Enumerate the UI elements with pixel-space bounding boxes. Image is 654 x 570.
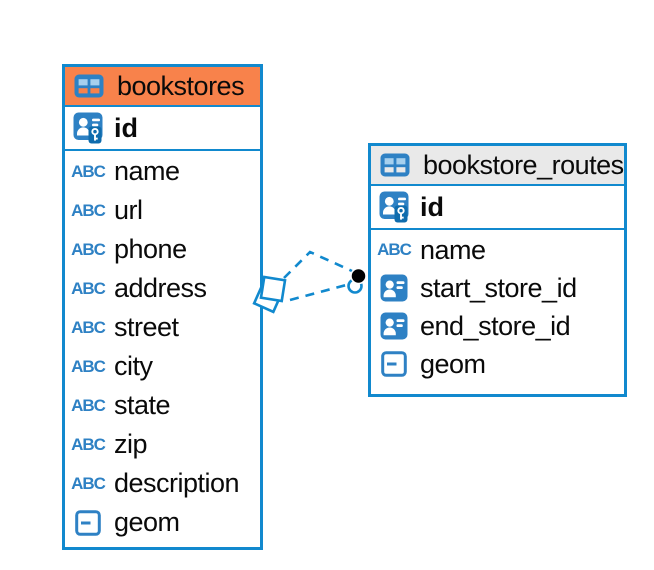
column-row-street[interactable]: ABC street bbox=[65, 308, 260, 347]
column-row-city[interactable]: ABC city bbox=[65, 347, 260, 386]
column-row-name[interactable]: ABC name bbox=[371, 231, 624, 269]
column-row-start-store-id[interactable]: start_store_id bbox=[371, 269, 624, 307]
column-row-id[interactable]: id bbox=[371, 186, 624, 230]
reference-type-icon bbox=[376, 312, 412, 340]
column-row-geom[interactable]: geom bbox=[65, 503, 260, 542]
column-name: name bbox=[114, 156, 180, 186]
column-list: ABC name start_store_id end_store_id ge bbox=[371, 230, 624, 383]
text-type-icon: ABC bbox=[71, 357, 106, 376]
column-row-name[interactable]: ABC name bbox=[65, 152, 260, 191]
relationship-target-marker[interactable] bbox=[347, 267, 367, 294]
entity-bookstores-header[interactable]: bookstores bbox=[65, 67, 260, 107]
column-row-url[interactable]: ABC url bbox=[65, 191, 260, 230]
text-type-icon: ABC bbox=[71, 240, 106, 259]
column-name: street bbox=[114, 312, 179, 342]
geometry-type-icon bbox=[376, 351, 412, 377]
column-name: description bbox=[114, 468, 240, 498]
column-name: geom bbox=[420, 348, 486, 379]
entity-title: bookstores bbox=[117, 70, 245, 101]
entity-bookstores[interactable]: bookstores id ABC name ABC url ABC phone… bbox=[62, 64, 263, 550]
column-name: id bbox=[114, 112, 138, 143]
primary-key-icon bbox=[70, 112, 106, 144]
column-row-end-store-id[interactable]: end_store_id bbox=[371, 307, 624, 345]
column-row-state[interactable]: ABC state bbox=[65, 386, 260, 425]
text-type-icon: ABC bbox=[71, 279, 106, 298]
column-name: start_store_id bbox=[420, 272, 577, 303]
text-type-icon: ABC bbox=[71, 474, 106, 493]
column-name: city bbox=[114, 351, 153, 381]
column-list: ABC name ABC url ABC phone ABC address A… bbox=[65, 151, 260, 542]
text-type-icon: ABC bbox=[71, 435, 106, 454]
text-type-icon: ABC bbox=[71, 318, 106, 337]
geometry-type-icon bbox=[70, 510, 106, 536]
column-row-address[interactable]: ABC address bbox=[65, 269, 260, 308]
entity-title: bookstore_routes bbox=[423, 149, 624, 180]
column-name: phone bbox=[114, 234, 187, 264]
column-name: address bbox=[114, 273, 207, 303]
column-row-zip[interactable]: ABC zip bbox=[65, 425, 260, 464]
column-name: name bbox=[420, 234, 486, 265]
text-type-icon: ABC bbox=[71, 201, 106, 220]
text-type-icon: ABC bbox=[71, 162, 106, 181]
text-type-icon: ABC bbox=[71, 396, 106, 415]
relationship-line-1[interactable] bbox=[283, 250, 353, 279]
column-row-phone[interactable]: ABC phone bbox=[65, 230, 260, 269]
column-name: id bbox=[420, 191, 444, 222]
table-icon bbox=[377, 153, 413, 177]
relationship-line-2[interactable] bbox=[289, 282, 351, 302]
text-type-icon: ABC bbox=[377, 240, 412, 259]
primary-key-icon bbox=[376, 191, 412, 223]
column-row-geom[interactable]: geom bbox=[371, 345, 624, 383]
column-row-id[interactable]: id bbox=[65, 107, 260, 151]
entity-bookstore-routes-header[interactable]: bookstore_routes bbox=[371, 146, 624, 186]
column-name: url bbox=[114, 195, 143, 225]
column-name: end_store_id bbox=[420, 310, 571, 341]
reference-type-icon bbox=[376, 274, 412, 302]
table-icon bbox=[71, 74, 107, 98]
column-name: zip bbox=[114, 429, 148, 459]
column-row-description[interactable]: ABC description bbox=[65, 464, 260, 503]
entity-bookstore-routes[interactable]: bookstore_routes id ABC name start_store… bbox=[368, 143, 627, 397]
column-name: geom bbox=[114, 507, 180, 537]
column-name: state bbox=[114, 390, 171, 420]
